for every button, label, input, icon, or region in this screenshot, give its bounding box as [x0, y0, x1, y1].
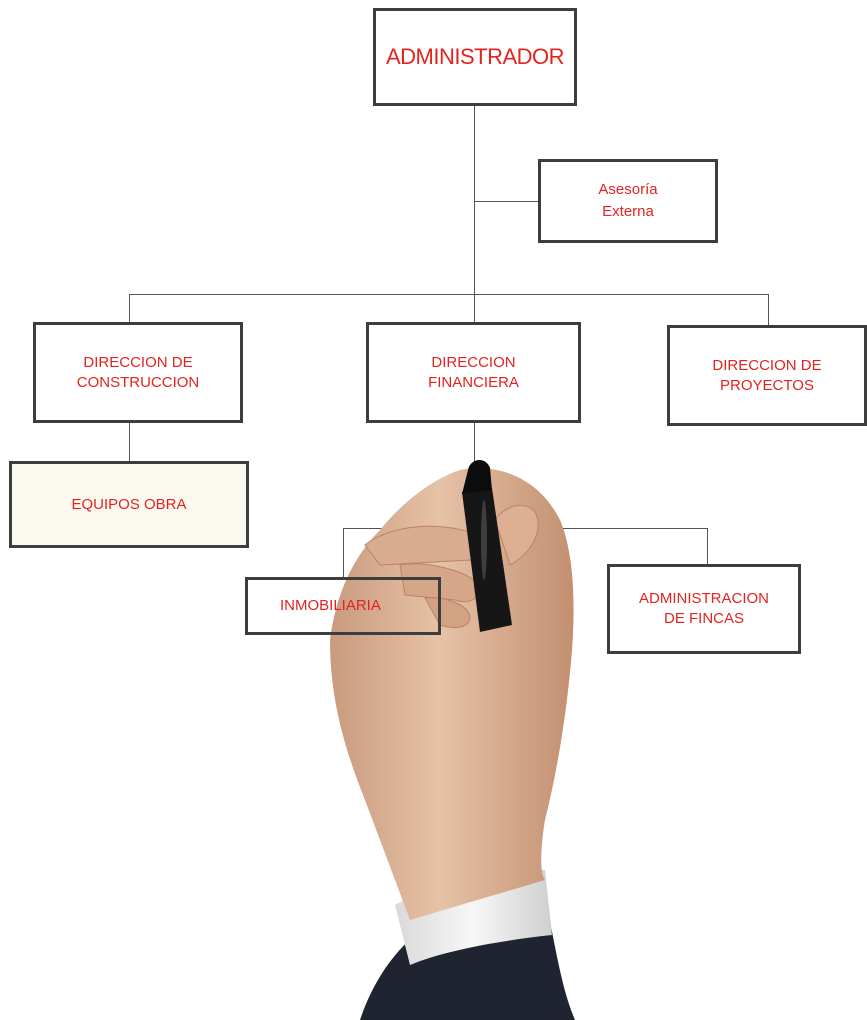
- marker-shape: [462, 488, 512, 632]
- direction-financial-label: DIRECCION FINANCIERA: [428, 353, 519, 391]
- direction-projects-label: DIRECCION DE PROYECTOS: [712, 356, 822, 394]
- connector-drop-construction: [129, 294, 130, 325]
- administracion-fincas-box: ADMINISTRACION DE FINCAS: [607, 564, 801, 654]
- finger-ring: [424, 597, 471, 629]
- advisory-label: Asesoría Externa: [598, 181, 658, 220]
- connector-advisory: [474, 201, 540, 202]
- equipos-obra-box: EQUIPOS OBRA: [9, 461, 249, 548]
- equipos-obra-label: EQUIPOS OBRA: [71, 495, 187, 513]
- connector-construction-down: [129, 422, 130, 464]
- root-label: ADMINISTRADOR: [385, 44, 565, 69]
- marker-highlight: [481, 500, 487, 580]
- direction-construction-box: DIRECCION DE CONSTRUCCION: [33, 322, 243, 423]
- root-box: ADMINISTRADOR: [373, 8, 577, 106]
- administracion-fincas-label: ADMINISTRACION DE FINCAS: [638, 590, 769, 627]
- connector-drop-inmobiliaria: [343, 528, 344, 580]
- inmobiliaria-box: INMOBILIARIA: [245, 577, 441, 635]
- connector-directions-bar: [129, 294, 769, 295]
- connector-drop-fincas: [707, 528, 708, 566]
- connector-drop-financial: [474, 294, 475, 325]
- advisory-box: Asesoría Externa: [538, 159, 718, 243]
- thumb: [494, 504, 539, 566]
- direction-construction-label: DIRECCION DE CONSTRUCCION: [76, 353, 200, 391]
- marker-tip: [462, 459, 492, 494]
- inmobiliaria-label: INMOBILIARIA: [280, 597, 381, 614]
- direction-financial-box: DIRECCION FINANCIERA: [366, 322, 581, 423]
- connector-root-trunk: [474, 105, 475, 295]
- connector-drop-projects: [768, 294, 769, 326]
- hand-shape: [330, 468, 574, 920]
- direction-projects-box: DIRECCION DE PROYECTOS: [667, 325, 867, 426]
